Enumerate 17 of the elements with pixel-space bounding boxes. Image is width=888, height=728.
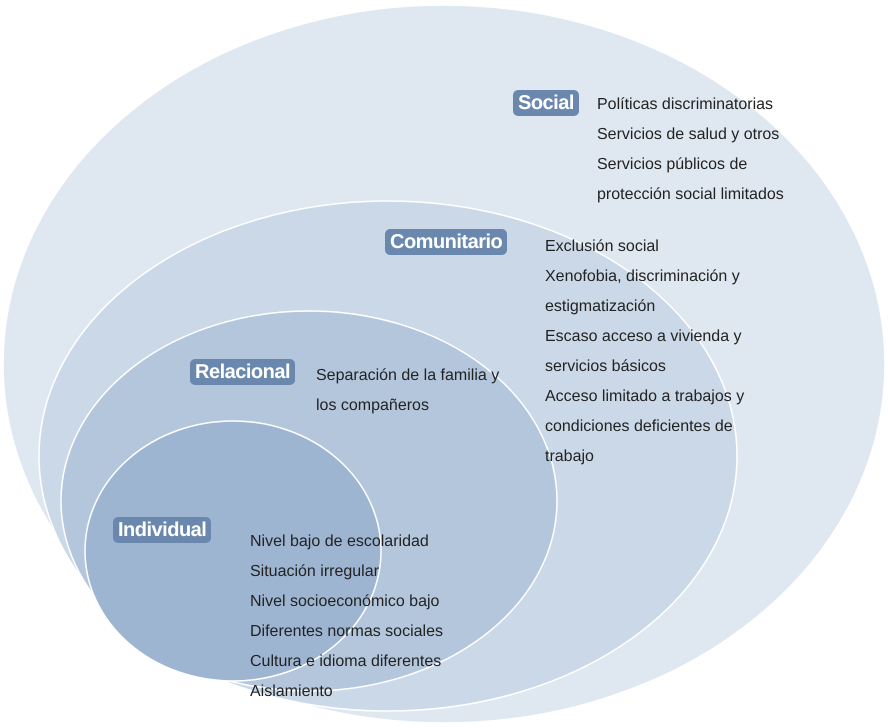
level-heading: Social: [513, 90, 579, 116]
level-heading: Comunitario: [385, 229, 508, 255]
factor-text: Políticas discriminatorias: [597, 95, 774, 115]
factor-text: Escaso acceso a vivienda y servicios básicos: [545, 327, 743, 377]
level-heading: Individual: [113, 517, 212, 543]
factor-text: Separación de la familia y los compañeros: [316, 366, 500, 416]
factor-text: Exclusión social: [545, 237, 660, 257]
factor-text: Aislamiento: [250, 682, 334, 702]
factor-text: Servicios públicos de protección social limitados: [597, 155, 785, 205]
factor-text: Xenofobia, discriminación y estigmatización: [545, 267, 741, 317]
factor-text: Servicios de salud y otros: [597, 125, 780, 145]
factor-text: Nivel bajo de escolaridad: [250, 532, 430, 552]
factor-text: Diferentes normas sociales: [250, 622, 444, 642]
level-heading: Relacional: [190, 359, 296, 385]
factor-text: Acceso limitado a trabajos y condiciones deficientes de trabajo: [545, 387, 745, 467]
factor-text: Cultura e idioma diferentes: [250, 652, 442, 672]
factor-text: Situación irregular: [250, 562, 380, 582]
